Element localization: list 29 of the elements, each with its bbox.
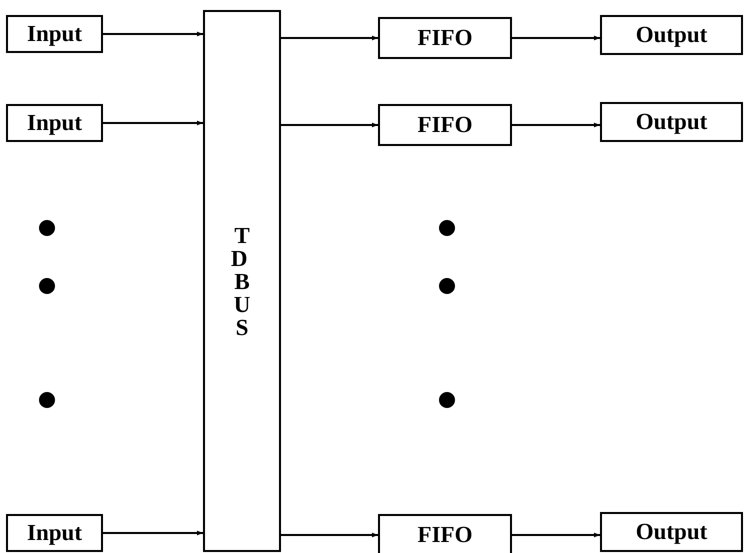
arrow (103, 530, 203, 536)
block-box (600, 15, 743, 55)
block-label: Output (636, 519, 708, 545)
block-box (378, 17, 512, 59)
block-label: Input (27, 21, 82, 47)
block-box (600, 102, 743, 142)
arrow (281, 122, 378, 128)
block-label: Input (27, 520, 82, 546)
arrow (512, 122, 600, 128)
arrow (103, 120, 203, 126)
block-label: TD BUS (230, 224, 252, 338)
block-box (6, 514, 103, 552)
arrow (103, 32, 203, 36)
arrow (512, 36, 600, 40)
block-label: FIFO (418, 112, 472, 138)
block-box (378, 514, 512, 553)
arrow (512, 532, 600, 538)
arrow (281, 36, 378, 40)
block-label: Output (636, 109, 708, 135)
bus-box (203, 10, 281, 552)
block-box (600, 512, 743, 552)
block-label: Input (27, 110, 82, 136)
block-box (378, 104, 512, 146)
block-label: FIFO (418, 25, 472, 51)
block-box (6, 104, 103, 142)
block-label: Output (636, 22, 708, 48)
arrow (281, 532, 378, 538)
block-label: FIFO (418, 522, 472, 548)
block-box (6, 15, 103, 53)
